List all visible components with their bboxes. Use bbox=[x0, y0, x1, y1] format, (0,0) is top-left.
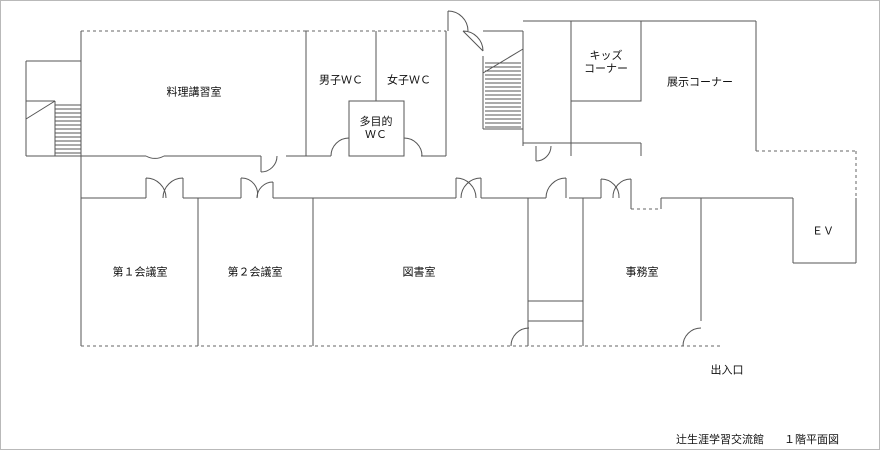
room-label-exhibit: 展示コーナー bbox=[667, 75, 733, 89]
cooking-room bbox=[80, 30, 307, 173]
room-label-meeting1: 第１会議室 bbox=[112, 265, 168, 279]
stairs-right bbox=[447, 10, 524, 146]
room-label-kids: キッズ コーナー bbox=[584, 49, 628, 75]
plan-caption-facility: 辻生涯学習交流館 bbox=[676, 433, 764, 446]
room-label-mens-wc: 男子ＷＣ bbox=[319, 73, 363, 87]
entrance-label: 出入口 bbox=[710, 363, 744, 377]
wc-block bbox=[286, 30, 447, 157]
room-label-office: 事務室 bbox=[625, 265, 659, 279]
exhibit-area bbox=[523, 20, 856, 162]
plan-caption-floor: １階平面図 bbox=[784, 433, 839, 446]
elevator bbox=[792, 151, 857, 264]
lower-rooms bbox=[80, 156, 793, 347]
room-label-multi-wc: 多目的 ＷＣ bbox=[359, 115, 393, 141]
room-label-meeting2: 第２会議室 bbox=[227, 265, 283, 279]
room-label-library: 図書室 bbox=[402, 265, 436, 279]
room-label-womens-wc: 女子ＷＣ bbox=[387, 73, 431, 87]
stairs-left bbox=[25, 60, 81, 157]
room-label-ev: ＥＶ bbox=[812, 224, 834, 238]
room-label-cooking: 料理講習室 bbox=[166, 85, 222, 99]
